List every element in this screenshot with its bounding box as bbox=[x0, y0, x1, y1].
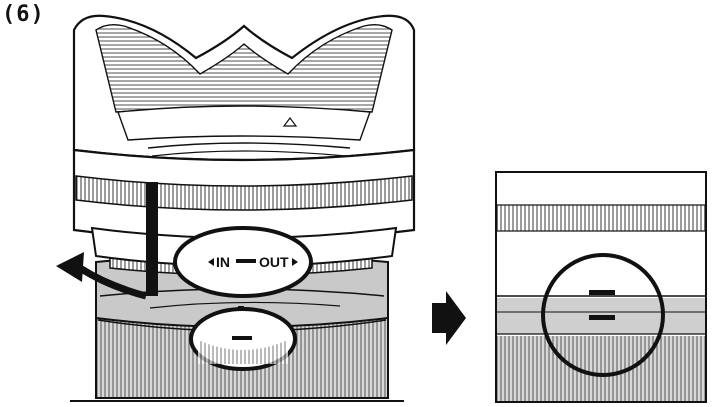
lens-index-mark-detail bbox=[589, 315, 615, 320]
magnifier-circle bbox=[541, 253, 665, 377]
in-label: IN bbox=[216, 254, 230, 270]
lens-hood bbox=[72, 14, 416, 267]
right-triangle-icon bbox=[292, 258, 298, 266]
step-number: (6) bbox=[2, 2, 45, 27]
in-out-marking: IN OUT bbox=[173, 226, 313, 298]
lens-mark bbox=[232, 336, 252, 340]
hood-index-mark bbox=[236, 259, 256, 263]
curved-arrow-icon bbox=[56, 182, 158, 300]
hood-index-mark-detail bbox=[589, 290, 615, 295]
detail-view bbox=[495, 171, 707, 403]
out-label: OUT bbox=[259, 254, 289, 270]
right-arrow-icon bbox=[432, 291, 466, 345]
lens-mark-highlight bbox=[189, 307, 297, 371]
left-illustration: IN OUT bbox=[56, 14, 416, 402]
left-triangle-icon bbox=[208, 258, 214, 266]
